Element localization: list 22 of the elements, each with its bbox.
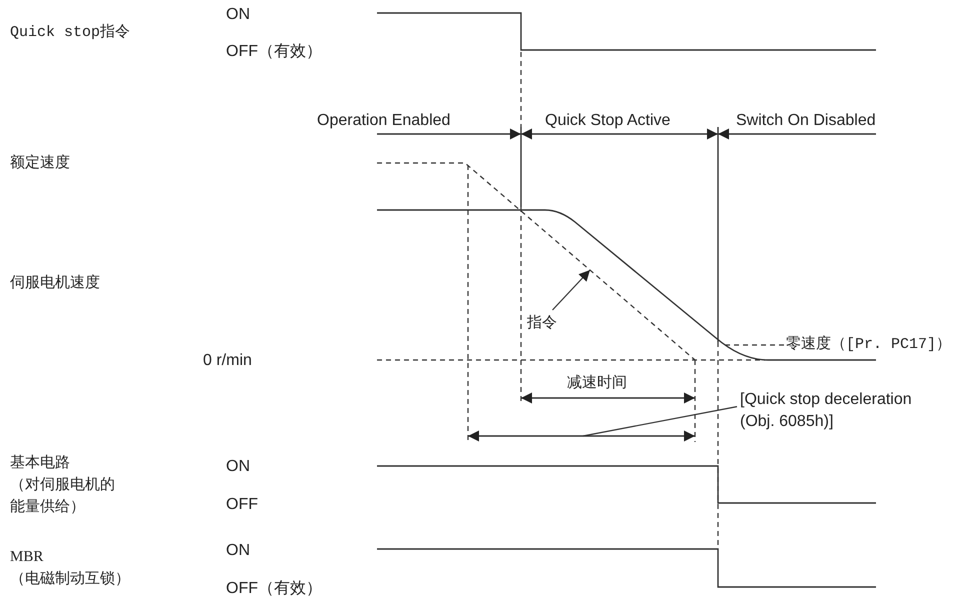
level-label: ON bbox=[226, 5, 250, 25]
value-label: 0 r/min bbox=[203, 351, 252, 371]
signal-name: 伺服电机速度 bbox=[10, 273, 100, 293]
state-label: Switch On Disabled bbox=[736, 111, 876, 131]
state-label: Quick Stop Active bbox=[545, 111, 670, 131]
leader-line bbox=[552, 270, 590, 310]
annotation-text: 指令 bbox=[527, 312, 557, 334]
annotation-text: 零速度（[Pr. PC17]） bbox=[786, 334, 952, 356]
signal-name: Quick stop指令 bbox=[10, 22, 130, 43]
state-label: Operation Enabled bbox=[317, 111, 450, 131]
signal-name: 基本电路（对伺服电机的能量供给） bbox=[10, 454, 115, 517]
level-label: ON bbox=[226, 541, 250, 561]
level-label: OFF bbox=[226, 495, 258, 515]
level-label: OFF（有效） bbox=[226, 579, 322, 599]
level-label: OFF（有效） bbox=[226, 42, 322, 62]
leader-line bbox=[582, 406, 738, 437]
level-label: ON bbox=[226, 457, 250, 477]
leader-line bbox=[722, 344, 784, 346]
dimension-label: 减速时间 bbox=[567, 374, 627, 393]
signal-name: MBR（电磁制动互锁） bbox=[10, 548, 130, 589]
annotation-text: [Quick stop deceleration (Obj. 6085h)] bbox=[740, 389, 930, 433]
signal-name: 额定速度 bbox=[10, 153, 70, 173]
